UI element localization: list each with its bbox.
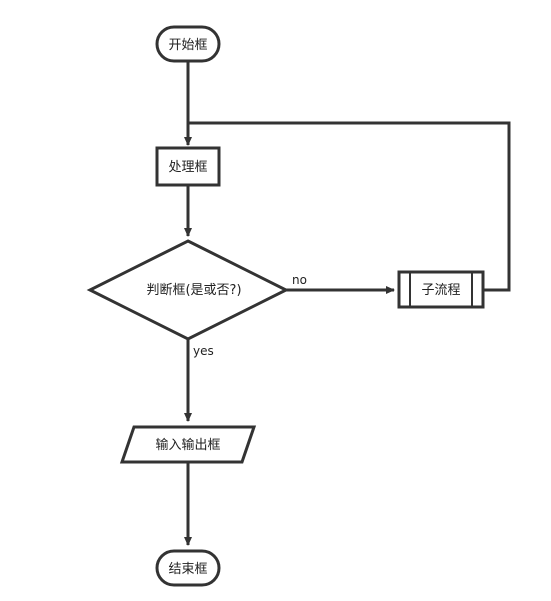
- decision-diamond-shape: [86, 239, 290, 341]
- node-io[interactable]: 输入输出框: [119, 425, 257, 464]
- edge-label-yes: yes: [193, 344, 214, 358]
- subprocess-label: 子流程: [421, 283, 460, 298]
- process-shape: [155, 146, 221, 187]
- node-end[interactable]: 结束框: [155, 549, 221, 587]
- decision-label: 判断框(是或否?): [146, 283, 241, 298]
- node-decision[interactable]: 判断框(是或否?): [86, 239, 290, 341]
- end-terminator-shape: [155, 549, 221, 587]
- subprocess-shape: [397, 270, 485, 309]
- io-parallelogram-shape: [119, 425, 257, 464]
- node-subprocess[interactable]: 子流程: [397, 270, 485, 309]
- node-start[interactable]: 开始框: [155, 25, 221, 63]
- end-label: 结束框: [168, 562, 207, 577]
- edge-subprocess-loop-back: [188, 121, 511, 292]
- node-process[interactable]: 处理框: [155, 146, 221, 187]
- edge-label-no: no: [292, 273, 307, 287]
- io-label: 输入输出框: [155, 437, 220, 453]
- process-label: 处理框: [168, 160, 207, 175]
- start-label: 开始框: [168, 38, 207, 53]
- start-terminator-shape: [155, 25, 221, 63]
- edges: [184, 61, 511, 546]
